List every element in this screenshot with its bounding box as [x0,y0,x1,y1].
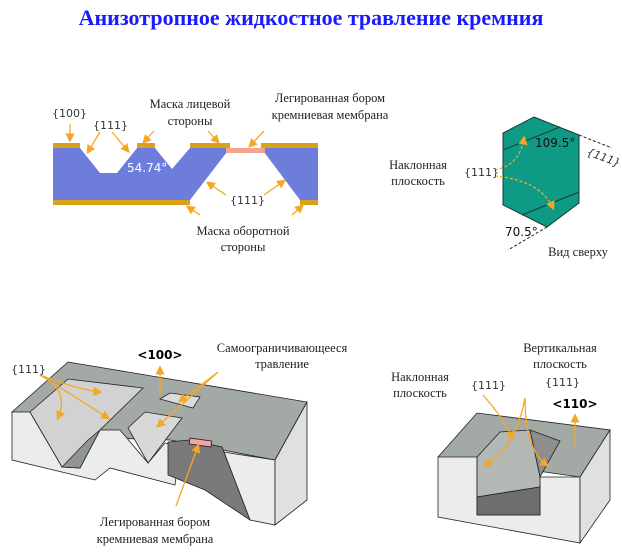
arrow-down [494,175,555,211]
arrows [65,124,304,216]
angle-label: 54.74° [127,161,167,175]
cut-floor [476,486,541,516]
back-mask-label-2: стороны [221,240,266,254]
dashed-line [507,226,548,251]
vertical-plane-label: Вертикальная [523,341,597,355]
membrane-3d-label-2: кремниевая мембрана [97,532,214,546]
block-110-arrows [482,394,580,467]
label-111-right: {111} [585,146,622,170]
block-right [579,428,611,545]
block-110-label-111-left: {111} [471,379,506,392]
silicon-left [53,148,230,200]
block-100-arrows [39,365,219,507]
cross-section-diagram: {100} {111} 54.74° Маска лицевой стороны… [52,91,389,254]
back-mask [53,200,318,205]
arrow-up [494,135,528,171]
self-limit-label-2: травление [255,357,309,371]
silicon-right [261,148,318,200]
pit-1-floor [61,429,101,469]
inclined-plane-label: Наклонная [389,158,447,172]
block-100-diagram [11,361,308,526]
pit-2 [127,411,183,464]
angle-109: 109.5° [535,136,575,150]
vertical-plane-label-2: плоскость [533,357,587,371]
label-111-top: {111} [93,119,128,132]
top-view-diagram: 109.5° 70.5° {111} {111} Наклонная плоск… [389,116,622,259]
block-110-diagram [437,412,611,545]
label-111-left: {111} [464,166,499,179]
back-mask-label: Маска оборотной [196,224,289,238]
edge-line [502,126,561,151]
label-111-bottom: {111} [230,194,265,207]
block-100-label-111: {111} [11,363,46,376]
inclined-plane-3d-label: Наклонная [391,370,449,384]
label-100: {100} [52,107,87,120]
inclined-plane-label-2: плоскость [391,174,445,188]
angle-70: 70.5° [505,225,538,239]
membrane-3d-label: Легированная бором [100,515,210,529]
front-mask [53,143,318,148]
membrane-label: Легированная бором [275,91,385,105]
membrane-label-2: кремниевая мембрана [272,108,389,122]
inclined-plane-3d-label-2: плоскость [393,386,447,400]
direction-110: <110> [552,397,597,411]
block-110-label-111-right: {111} [545,376,580,389]
hexagon-pit [502,116,580,228]
block-right-side [274,401,308,526]
direction-100: <100> [137,348,182,362]
top-view-caption: Вид сверху [548,245,608,259]
page-title: Анизотропное жидкостное травление кремни… [79,5,544,30]
dashed-line [578,134,613,149]
boron-membrane [226,148,265,153]
front-mask-label-2: стороны [168,114,213,128]
boron-membrane-3d [188,437,213,448]
self-limit-label: Самоограничивающееся [217,341,348,355]
front-mask-label: Маска лицевой [150,97,231,111]
